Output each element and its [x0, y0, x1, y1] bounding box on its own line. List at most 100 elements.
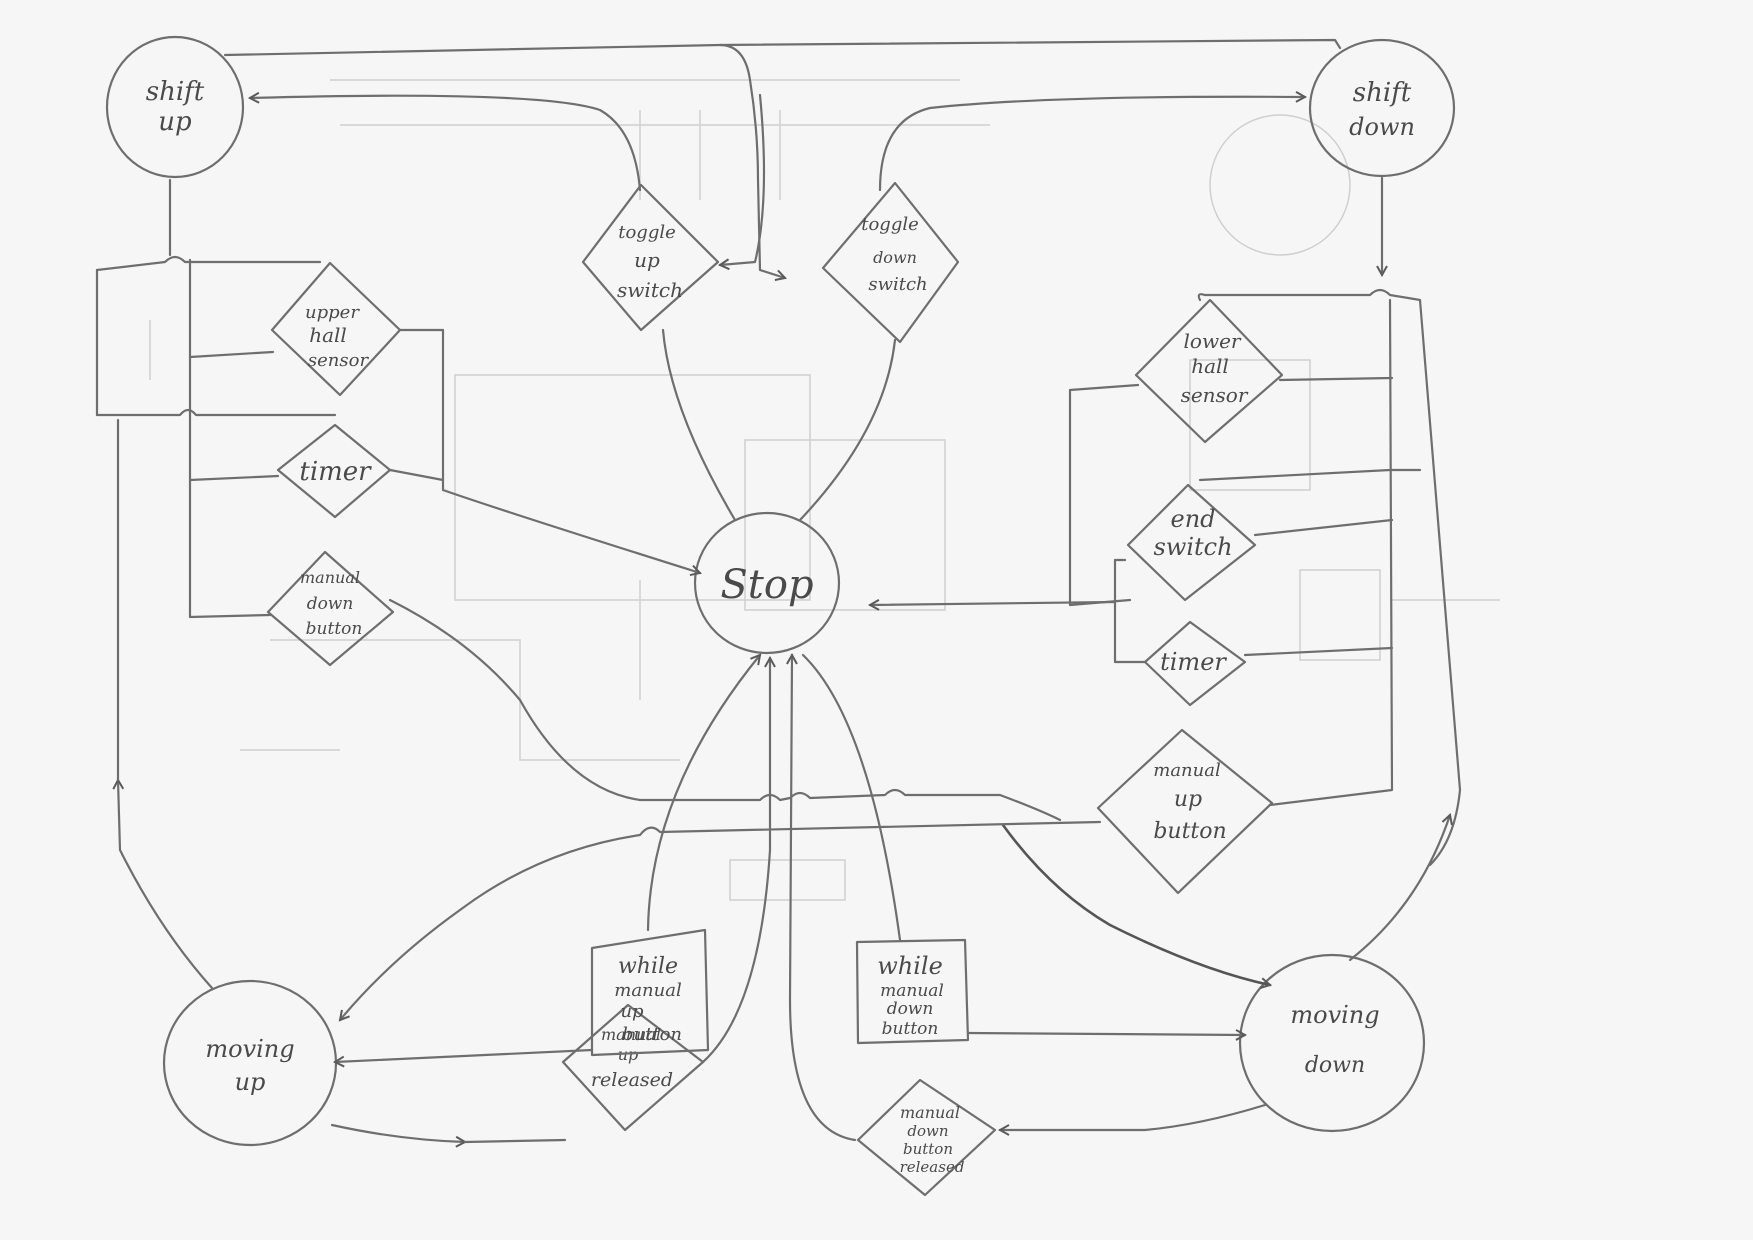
- edge-moving-up-to-left: [118, 780, 214, 990]
- left-bracket-top: [95, 255, 322, 272]
- svg-text:down: down: [887, 999, 934, 1019]
- state-label: down: [1305, 1053, 1365, 1078]
- svg-text:switch: switch: [617, 278, 683, 302]
- left-bracket-mid: [95, 408, 337, 417]
- state-moving-down: moving down: [1238, 953, 1426, 1133]
- svg-text:end: end: [1170, 505, 1215, 533]
- edge-upper-hall-to-stop: [398, 328, 700, 573]
- svg-text:button: button: [882, 1019, 939, 1039]
- svg-text:hall: hall: [309, 323, 347, 347]
- state-label: up: [158, 107, 192, 137]
- svg-text:switch: switch: [868, 274, 927, 295]
- state-shift-down: shift down: [1308, 38, 1456, 178]
- edge-shift-up-return-top: [718, 38, 1342, 50]
- svg-text:manual: manual: [880, 981, 944, 1001]
- state-label: moving: [1290, 1001, 1379, 1029]
- edge-end-switch-to-stop: [870, 602, 1117, 605]
- svg-text:toggle: toggle: [618, 222, 676, 243]
- svg-text:up: up: [620, 1001, 644, 1022]
- edge-stop-to-while-down: [801, 653, 902, 942]
- svg-text:manual: manual: [300, 568, 360, 587]
- connections: [95, 38, 1462, 1144]
- edge-while-down-to-moving-down: [966, 1033, 1245, 1035]
- edge-right-up-to-moving-down: [1348, 815, 1450, 962]
- state-label: Stop: [720, 562, 813, 608]
- svg-text:toggle: toggle: [861, 214, 919, 235]
- edge-to-shift-up: [250, 96, 642, 192]
- left-to-upper-hall: [188, 350, 275, 359]
- condition-while-manual-up-button: while manual up button: [590, 928, 710, 1057]
- svg-text:switch: switch: [1153, 533, 1232, 561]
- condition-end-switch: end switch: [1126, 483, 1257, 602]
- edge-up-released-return: [463, 1138, 567, 1144]
- svg-text:manual: manual: [601, 1025, 661, 1044]
- svg-text:hall: hall: [1191, 354, 1229, 378]
- svg-text:down: down: [873, 248, 917, 267]
- left-bracket-inner: [188, 258, 272, 619]
- svg-text:down: down: [907, 1122, 948, 1140]
- svg-text:upper: upper: [305, 302, 360, 323]
- edge-moving-down-to-down-released: [1000, 1103, 1267, 1130]
- condition-while-manual-down-button: while manual down button: [855, 938, 970, 1045]
- svg-text:manual: manual: [1153, 760, 1221, 781]
- right-vertical: [1268, 298, 1394, 807]
- state-label: shift: [1353, 78, 1412, 108]
- svg-text:released: released: [900, 1158, 965, 1176]
- svg-text:up: up: [634, 248, 660, 272]
- svg-text:manual: manual: [900, 1103, 960, 1122]
- svg-text:while: while: [877, 952, 943, 980]
- right-bracket-top: [1197, 288, 1462, 867]
- svg-text:timer: timer: [299, 457, 372, 487]
- condition-toggle-down-switch: toggle down switch: [821, 181, 960, 344]
- edge-up-released-to-stop: [701, 658, 770, 1064]
- right-mid: [1198, 468, 1422, 482]
- edge-toggle-to-shift-down: [223, 43, 785, 278]
- svg-text:button: button: [306, 619, 363, 639]
- right-to-lower-hall: [1278, 376, 1394, 382]
- edge-while-up-to-moving-up: [335, 1048, 594, 1062]
- svg-text:down: down: [307, 594, 354, 614]
- state-stop: Stop: [693, 511, 841, 655]
- svg-text:while: while: [618, 954, 678, 979]
- condition-toggle-up-switch: toggle up switch: [581, 183, 720, 332]
- edge-timer-to-stop-join: [388, 468, 445, 482]
- svg-text:button: button: [903, 1140, 953, 1158]
- condition-timer-left: timer: [276, 423, 392, 519]
- state-label: moving: [205, 1035, 294, 1063]
- edge-toggle-down-to-stop: [798, 338, 897, 522]
- svg-text:button: button: [622, 1024, 682, 1045]
- edge-down-released-to-stop: [790, 655, 857, 1142]
- state-moving-up: moving up: [162, 979, 338, 1147]
- condition-manual-up-button-right: manual up button: [1096, 728, 1274, 895]
- svg-text:sensor: sensor: [308, 350, 370, 371]
- svg-text:released: released: [591, 1069, 673, 1091]
- edge-while-up-to-stop: [646, 655, 760, 932]
- svg-text:lower: lower: [1184, 329, 1242, 353]
- left-to-timer: [188, 474, 280, 482]
- edge-loop-right-of-toggle-up: [720, 93, 766, 265]
- condition-manual-down-button-released: manual down button released: [856, 1078, 997, 1197]
- edge-manual-up-to-moving-up: [340, 820, 1102, 1020]
- svg-text:up: up: [1174, 787, 1202, 812]
- edge-to-shift-down: [878, 97, 1305, 192]
- edge-moving-up-to-up-released: [330, 1123, 465, 1142]
- svg-text:manual: manual: [614, 980, 682, 1001]
- edge-toggle-up-to-stop: [661, 328, 737, 522]
- state-label: shift: [146, 77, 205, 107]
- svg-text:button: button: [1153, 819, 1226, 844]
- state-label: down: [1349, 113, 1415, 141]
- svg-text:sensor: sensor: [1181, 383, 1249, 407]
- edge-to-moving-down: [1001, 823, 1270, 985]
- right-to-end-switch: [1253, 518, 1394, 537]
- svg-text:timer: timer: [1160, 648, 1227, 676]
- edge-manual-down-left-out: [388, 598, 1062, 822]
- right-to-timer: [1243, 646, 1394, 657]
- right-left-bracket: [1068, 383, 1140, 607]
- condition-manual-up-released: manual up released: [561, 1003, 705, 1132]
- condition-upper-hall-sensor: upper hall sensor: [270, 261, 402, 397]
- state-shift-up: shift up: [105, 35, 245, 179]
- condition-timer-right: timer: [1143, 620, 1247, 707]
- state-label: up: [235, 1068, 266, 1096]
